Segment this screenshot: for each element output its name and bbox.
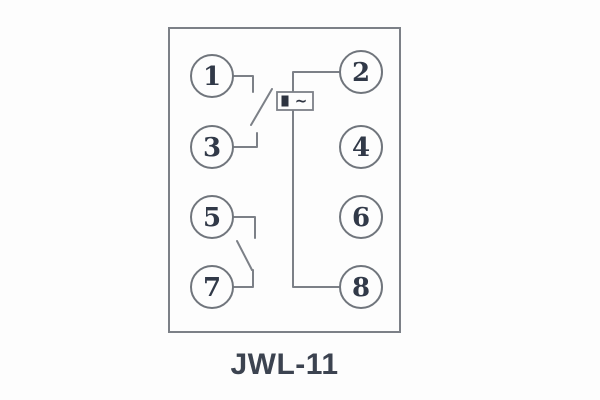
terminal-label-4: 4 [352, 133, 370, 163]
terminal-label-2: 2 [352, 58, 370, 88]
ac-tilde-symbol: ~ [295, 92, 308, 110]
coil-symbol: ~ [276, 91, 314, 111]
terminal-circle-5 [190, 195, 234, 239]
wire-terminal-8 [292, 109, 341, 288]
relay-case-outline [168, 27, 401, 333]
wire-terminal-7 [232, 269, 254, 288]
terminal-label-1: 1 [203, 62, 221, 92]
wire-terminal-3 [232, 132, 258, 148]
terminal-circle-4 [339, 125, 383, 169]
terminal-circle-8 [339, 265, 383, 309]
terminal-label-6: 6 [352, 203, 370, 233]
wire-terminal-2 [292, 71, 341, 93]
model-caption: JWL-11 [230, 348, 339, 381]
switch-blade-5-7 [236, 240, 253, 271]
wire-terminal-5 [232, 216, 256, 239]
wire-terminal-1 [232, 75, 254, 93]
terminal-circle-6 [339, 195, 383, 239]
terminal-numbers: 1 2 3 4 5 6 7 8 [203, 58, 370, 303]
terminal-circle-1 [190, 54, 234, 98]
switch-blade-1-3 [250, 88, 273, 126]
terminal-circle-2 [339, 50, 383, 94]
terminal-circle-3 [190, 125, 234, 169]
terminal-label-7: 7 [203, 273, 221, 303]
terminal-circle-7 [190, 265, 234, 309]
coil-polarity-bar [281, 95, 289, 107]
terminal-label-3: 3 [203, 133, 221, 163]
terminal-label-5: 5 [203, 203, 221, 233]
wire-group [232, 71, 341, 288]
terminal-circles [190, 50, 383, 309]
terminal-label-8: 8 [352, 273, 370, 303]
